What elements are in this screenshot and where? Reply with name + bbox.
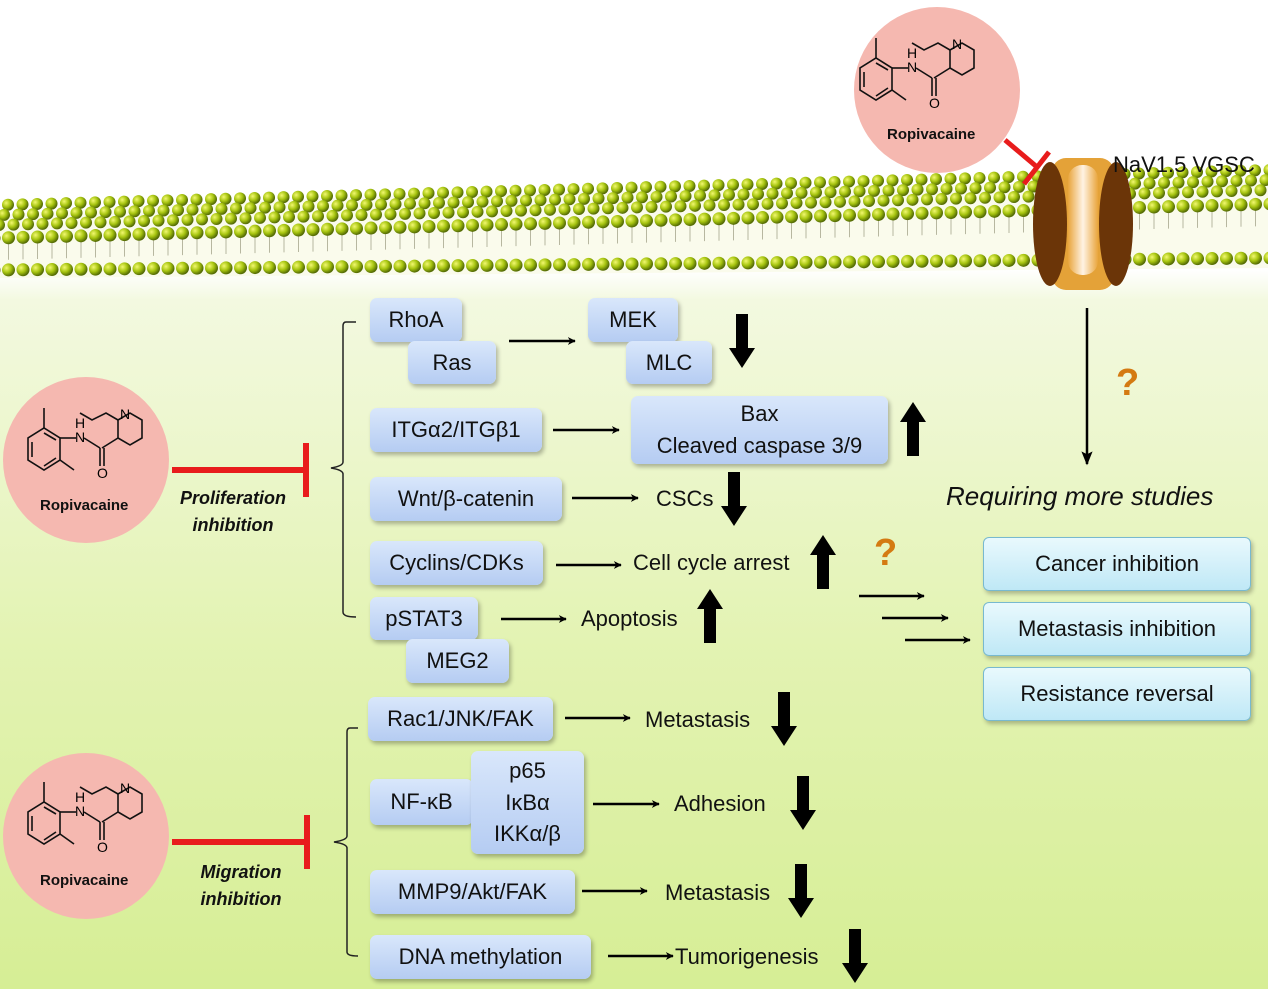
node-rac1: Rac1/JNK/FAK <box>368 697 553 741</box>
outcome-box-resistance: Resistance reversal <box>983 667 1251 721</box>
node-itg: ITGα2/ITGβ1 <box>370 408 542 452</box>
up-arrow-bax <box>900 402 926 456</box>
down-arrow-cscs <box>721 472 747 526</box>
svg-text:O: O <box>97 839 108 855</box>
outcome-adhesion: Adhesion <box>674 791 766 816</box>
sodium-channel-icon <box>1033 158 1133 290</box>
inhibit-proliferation-arrow <box>172 443 309 497</box>
node-rhoa: RhoA <box>370 298 462 342</box>
down-arrow-tumorigenesis <box>842 929 868 983</box>
outcome-cscs: CSCs <box>656 486 714 511</box>
ropivacaine-structure-top: N H O N <box>859 36 975 111</box>
node-wnt: Wnt/β-catenin <box>370 477 562 521</box>
drug-name-top: Ropivacaine <box>887 126 976 143</box>
svg-text:N: N <box>120 406 130 422</box>
node-bax-caspase: Bax Cleaved caspase 3/9 <box>631 396 888 464</box>
outcome-tumorigenesis: Tumorigenesis <box>675 944 819 969</box>
svg-text:H: H <box>907 45 917 61</box>
node-meg2: MEG2 <box>406 639 509 683</box>
ropivacaine-structure-migration: N H O N <box>27 780 143 855</box>
direction-arrows <box>697 314 926 983</box>
outcome-cell-cycle: Cell cycle arrest <box>633 550 790 575</box>
node-cyclins: Cyclins/CDKs <box>370 541 543 585</box>
node-mek: MEK <box>588 298 678 342</box>
node-pstat3: pSTAT3 <box>370 597 478 640</box>
node-dna-methylation: DNA methylation <box>370 935 591 979</box>
down-arrow-adhesion <box>790 776 816 830</box>
svg-text:N: N <box>75 429 85 445</box>
question-mark-outcomes: ? <box>874 532 898 574</box>
up-arrow-cell-cycle <box>810 535 836 589</box>
outcome-box-cancer: Cancer inhibition <box>983 537 1251 591</box>
outcome-metastasis-1: Metastasis <box>645 707 751 732</box>
node-mmp9: MMP9/Akt/FAK <box>370 870 575 914</box>
down-arrow-metastasis-2 <box>788 864 814 918</box>
inhibit-migration-arrow <box>172 815 310 869</box>
node-nfkb: NF-κB <box>370 779 473 825</box>
svg-text:O: O <box>97 465 108 481</box>
migration-brace <box>333 727 359 957</box>
proliferation-inhibition-label: Proliferation inhibition <box>179 488 286 535</box>
drug-circle-top <box>854 7 1020 173</box>
inhibit-channel-arrow <box>1003 138 1051 186</box>
svg-text:N: N <box>120 780 130 796</box>
migration-inhibition-label: Migration inhibition <box>200 862 282 909</box>
requiring-more-studies-label: Requiring more studies <box>946 481 1214 511</box>
svg-text:H: H <box>75 789 85 805</box>
up-arrow-apoptosis <box>697 589 723 643</box>
channel-label: NaV1.5 VGSC <box>1113 152 1255 177</box>
pathway-arrows <box>501 308 1093 960</box>
drug-name-proliferation: Ropivacaine <box>40 497 129 514</box>
down-arrow-metastasis-1 <box>771 692 797 746</box>
svg-text:O: O <box>929 95 940 111</box>
outcome-metastasis-2: Metastasis <box>665 880 771 905</box>
svg-text:N: N <box>75 803 85 819</box>
node-p65-complex: p65 IκBα IKKα/β <box>471 751 584 854</box>
node-ras: Ras <box>408 341 496 384</box>
proliferation-brace <box>330 321 357 618</box>
question-mark-channel: ? <box>1116 362 1140 404</box>
drug-name-migration: Ropivacaine <box>40 872 129 889</box>
cell-membrane <box>0 164 1268 278</box>
svg-text:H: H <box>75 415 85 431</box>
node-mlc: MLC <box>626 341 712 384</box>
ropivacaine-structure-proliferation: N H O N <box>27 406 143 481</box>
svg-text:N: N <box>952 36 962 52</box>
outcome-apoptosis: Apoptosis <box>581 606 678 631</box>
down-arrow-mek-mlc <box>729 314 755 368</box>
svg-text:N: N <box>907 59 917 75</box>
outcome-box-metastasis: Metastasis inhibition <box>983 602 1251 656</box>
